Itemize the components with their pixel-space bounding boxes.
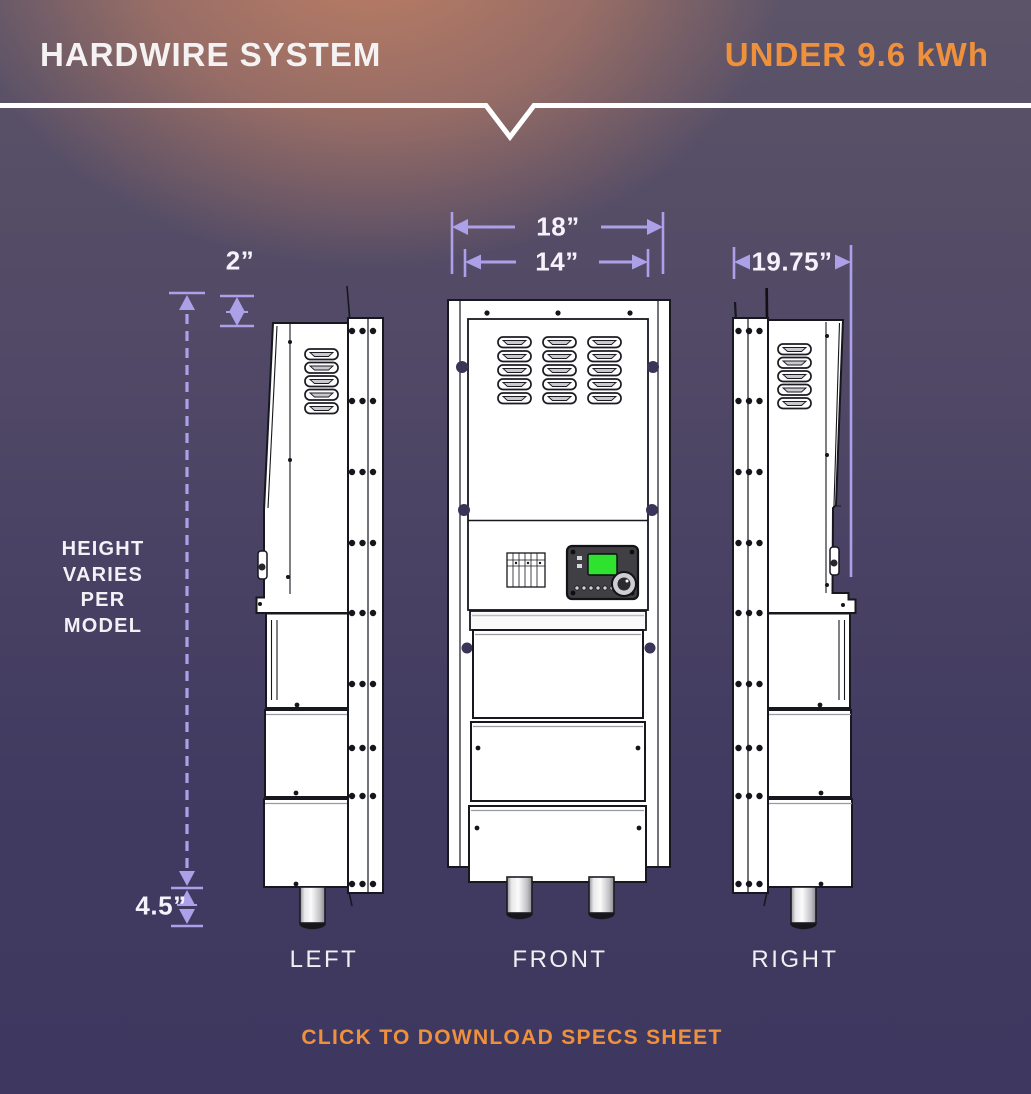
view-label-front: FRONT	[512, 946, 608, 973]
capacity-badge: UNDER 9.6 kWh	[724, 36, 989, 73]
dimension-annotations	[169, 212, 853, 928]
dimension-label-inner-width: 14”	[535, 246, 579, 277]
front-view-drawing	[447, 299, 671, 920]
lcd-screen	[587, 553, 618, 576]
height-note-line: PER	[80, 589, 126, 611]
height-note: HEIGHT VARIES PER MODEL	[40, 537, 166, 639]
download-specs-link[interactable]: CLICK TO DOWNLOAD SPECS SHEET	[301, 1026, 723, 1049]
dimension-2-arrows	[220, 294, 254, 328]
height-note-line: VARIES	[62, 563, 144, 586]
right-view-drawing	[732, 288, 857, 930]
dimension-label-outer-width: 18”	[536, 211, 580, 242]
breaker-block	[506, 552, 546, 588]
header-divider	[0, 103, 1031, 142]
dimension-label-top-clearance: 2”	[225, 245, 255, 276]
dimension-height-line	[169, 291, 205, 890]
height-note-line: HEIGHT	[61, 538, 145, 560]
dimension-18-arrows	[450, 212, 665, 274]
dimension-label-foot-height: 4.5”	[135, 890, 187, 921]
height-note-line: MODEL	[63, 614, 143, 637]
view-label-right: RIGHT	[751, 946, 839, 973]
dimension-label-depth: 19.75”	[751, 246, 833, 277]
dimension-19-75-arrows	[732, 245, 853, 577]
dimension-14-arrows	[463, 249, 650, 277]
control-panel	[565, 544, 640, 601]
left-view-drawing	[255, 285, 384, 930]
view-label-left: LEFT	[289, 946, 359, 973]
page-title: HARDWIRE SYSTEM	[40, 36, 382, 73]
dimension-4-5-arrows	[171, 890, 203, 928]
